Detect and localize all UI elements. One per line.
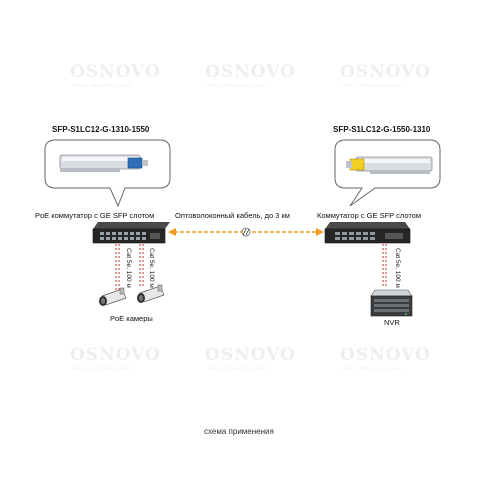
watermark-tagline: video, ethernet, power (342, 83, 403, 89)
watermark-brand: OSNOVO (70, 345, 161, 365)
watermark-tagline: video, ethernet, power (207, 83, 268, 89)
watermark-brand: OSNOVO (340, 345, 431, 365)
watermark-tagline: video, ethernet, power (72, 83, 133, 89)
camera-icon (99, 287, 127, 306)
cameras-label: PoE камеры (110, 314, 153, 323)
watermark-tagline: video, ethernet, power (207, 366, 268, 372)
watermark-brand: OSNOVO (340, 62, 431, 82)
fiber-break-icon (241, 227, 251, 237)
watermark-tagline: video, ethernet, power (72, 366, 133, 372)
watermark-brand: OSNOVO (205, 62, 296, 82)
camera-icon (137, 284, 165, 303)
watermark-brand: OSNOVO (205, 345, 296, 365)
arrow-left-icon (168, 228, 176, 236)
diagram-caption: схема применения (204, 427, 274, 436)
sfp-module-icon (346, 156, 433, 174)
watermark-brand: OSNOVO (70, 62, 161, 82)
arrow-right-icon (316, 228, 324, 236)
fiber-link-label: Оптоволоконный кабель, до 3 км (175, 211, 290, 220)
watermark-tagline: video, ethernet, power (342, 366, 403, 372)
sfp-module-icon (59, 154, 148, 172)
left-switch-label: PoE коммутатор с GE SFP слотом (35, 211, 155, 220)
nvr-label: NVR (384, 318, 400, 327)
left-module-title: SFP-S1LC12-G-1310-1550 (52, 125, 150, 134)
right-switch-label: Коммутатор с GE SFP слотом (317, 211, 422, 220)
right-module-title: SFP-S1LC12-G-1550-1310 (333, 125, 431, 134)
